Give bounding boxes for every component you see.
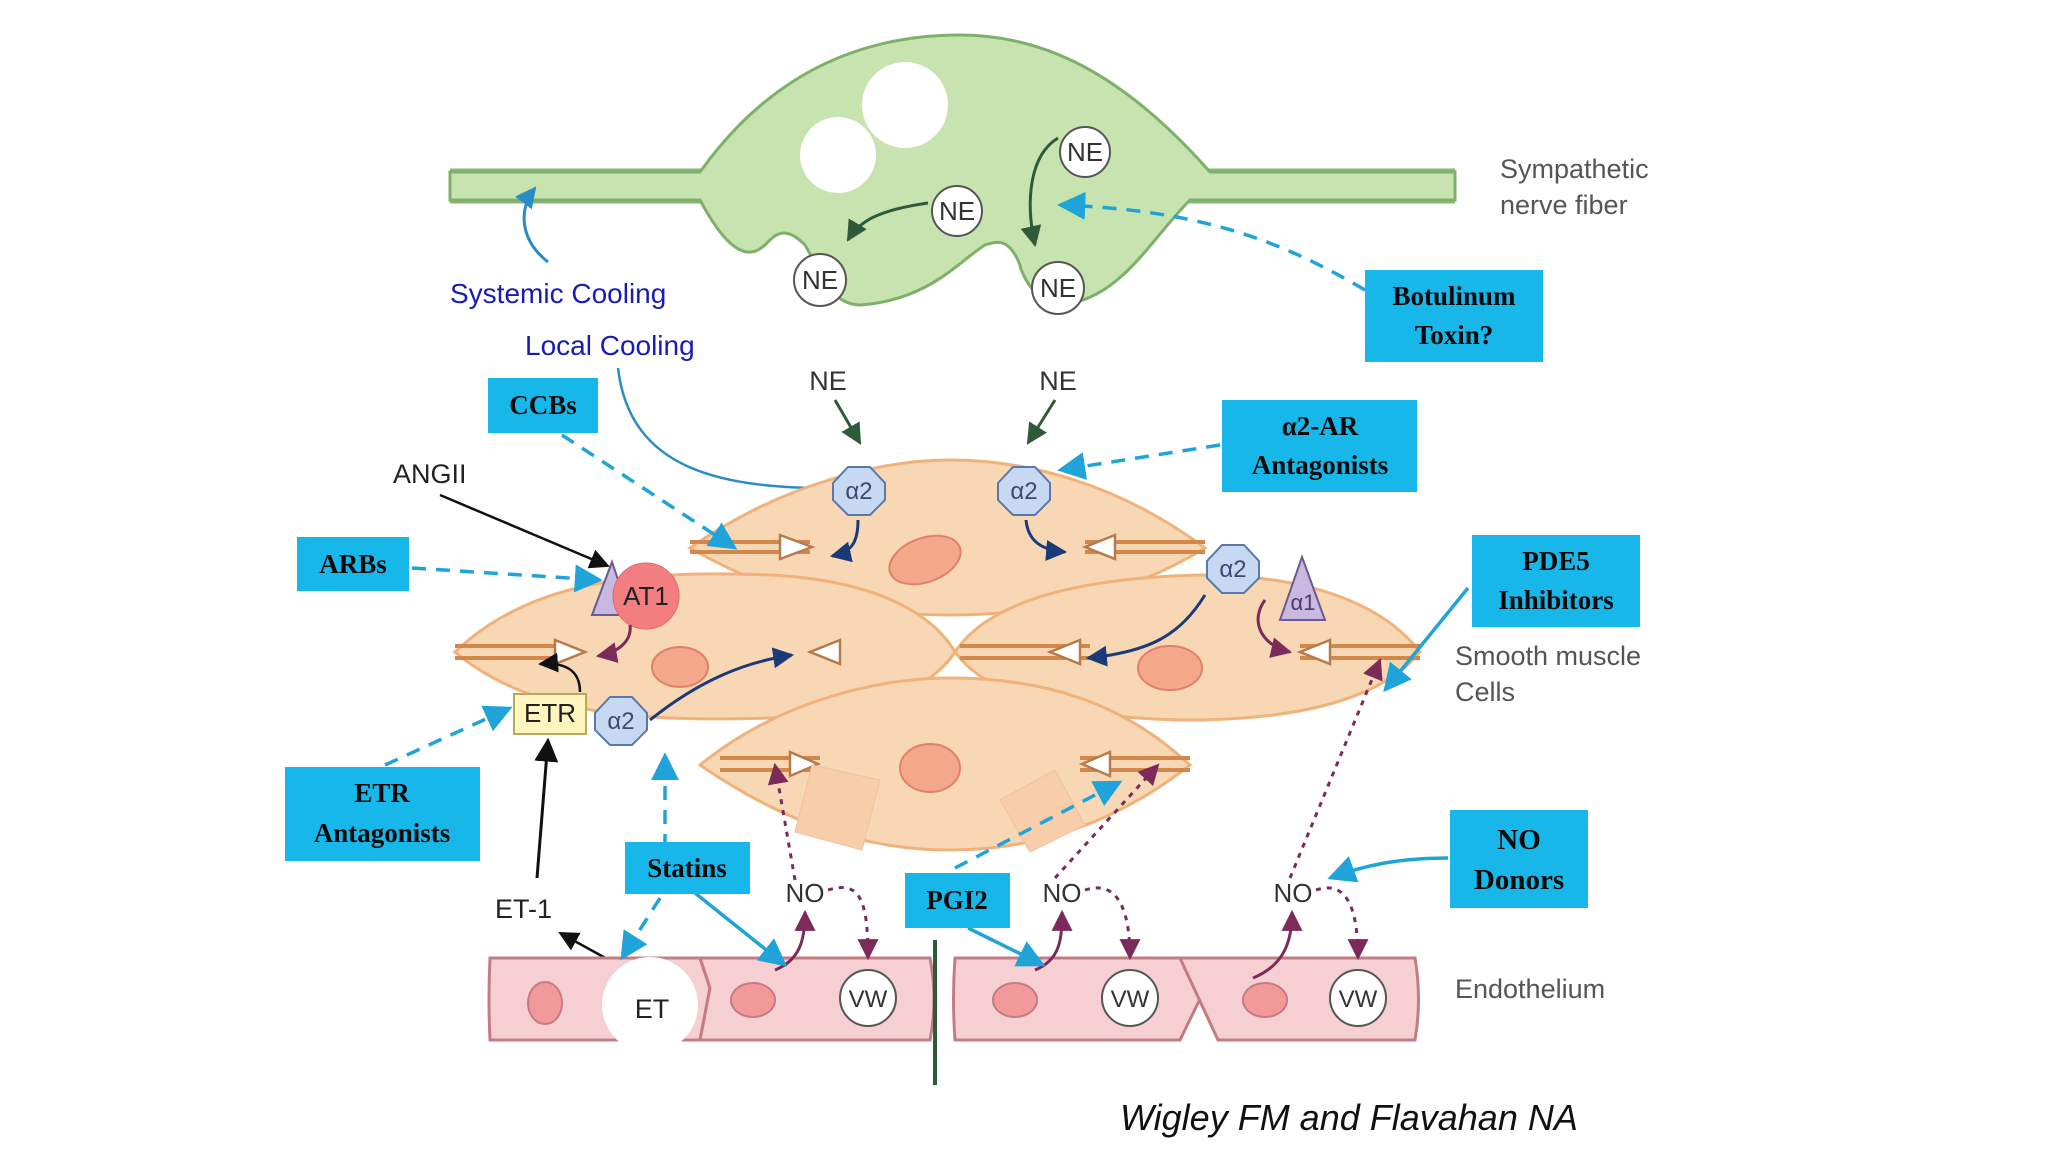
vesicle xyxy=(800,117,876,193)
vw-granule xyxy=(1101,969,1159,1027)
etr-label: ETR xyxy=(524,698,576,728)
statins-box: Statins xyxy=(625,842,750,894)
alpha2-receptor: α2 xyxy=(997,466,1051,516)
alpha2-receptor: α2 xyxy=(594,696,648,746)
alpha2-ar-antagonists-box: α2-AR Antagonists xyxy=(1222,400,1417,492)
ne-vesicle xyxy=(793,253,847,307)
nucleus xyxy=(1137,645,1203,691)
vw-granule xyxy=(1329,969,1387,1027)
systemic-cooling-label: Systemic Cooling xyxy=(450,278,666,309)
vw-label: VW xyxy=(849,986,888,1013)
alpha2-label: α2 xyxy=(1219,556,1246,583)
nerve-fiber-label: nerve fiber xyxy=(1500,190,1628,220)
citation: Wigley FM and Flavahan NA xyxy=(1120,1097,1578,1138)
smooth-muscle-label: Smooth muscle xyxy=(1455,641,1641,671)
ne-label: NE xyxy=(802,265,838,295)
at1-label: AT1 xyxy=(623,581,669,611)
etr-antagonists-label: Antagonists xyxy=(314,818,451,848)
ne-released-label: NE xyxy=(809,366,847,396)
alpha1-label: α1 xyxy=(1291,590,1316,615)
angii-label: ANGII xyxy=(393,459,467,489)
botulinum-label: Toxin? xyxy=(1415,320,1494,350)
no-donors-box: NO Donors xyxy=(1450,810,1588,908)
vw-label: VW xyxy=(1339,986,1378,1013)
alpha2-receptor: α2 xyxy=(832,466,886,516)
etr-antagonists-label: ETR xyxy=(354,778,410,808)
ne-label: NE xyxy=(1040,273,1076,303)
et-granule xyxy=(602,957,698,1053)
ccbs-label: CCBs xyxy=(509,390,577,420)
vw-granule xyxy=(839,969,897,1027)
et-label: ET xyxy=(635,994,670,1024)
at1-receptor: AT1 xyxy=(590,559,680,630)
alpha2-label: α2 xyxy=(1010,478,1037,505)
nerve-fiber-label: Sympathetic xyxy=(1500,154,1649,184)
ne-released-label: NE xyxy=(1039,366,1077,396)
vesicle xyxy=(862,62,948,148)
arbs-box: ARBs xyxy=(297,537,409,591)
pgi2-label: PGI2 xyxy=(926,885,988,915)
pde5-label: Inhibitors xyxy=(1498,585,1614,615)
local-cooling-label: Local Cooling xyxy=(525,330,695,361)
alpha2-label: α2 xyxy=(607,708,634,735)
smooth-muscle-label: Cells xyxy=(1455,677,1515,707)
no-label: NO xyxy=(1043,878,1082,908)
no-donors-label: NO xyxy=(1497,824,1541,856)
alpha2-ar-label: α2-AR xyxy=(1282,411,1359,441)
ne-vesicle xyxy=(1031,261,1085,315)
ne-label: NE xyxy=(939,196,975,226)
nucleus xyxy=(651,646,709,688)
alpha2-receptor: α2 xyxy=(1206,544,1260,594)
endothelium-label: Endothelium xyxy=(1455,974,1605,1004)
no-label: NO xyxy=(1274,878,1313,908)
sympathetic-nerve-fiber xyxy=(448,33,1457,315)
alpha2-label: α2 xyxy=(845,478,872,505)
etr-receptor: ETR xyxy=(513,693,587,735)
endothelium xyxy=(487,940,1420,1085)
pde5-label: PDE5 xyxy=(1522,546,1590,576)
nucleus xyxy=(899,743,961,793)
alpha2-ar-label: Antagonists xyxy=(1252,450,1389,480)
pde5-inhibitors-box: PDE5 Inhibitors xyxy=(1472,535,1640,627)
ne-vesicle xyxy=(1059,126,1111,178)
ne-vesicle xyxy=(931,185,983,237)
statins-label: Statins xyxy=(647,853,727,883)
ccbs-box: CCBs xyxy=(488,378,598,433)
et1-label: ET-1 xyxy=(495,894,552,924)
vw-label: VW xyxy=(1111,986,1150,1013)
no-label: NO xyxy=(786,878,825,908)
pgi2-box: PGI2 xyxy=(905,873,1010,928)
arbs-label: ARBs xyxy=(319,549,387,579)
ne-label: NE xyxy=(1067,137,1103,167)
botulinum-label: Botulinum xyxy=(1392,281,1516,311)
nucleus xyxy=(888,534,962,586)
etr-antagonists-box: ETR Antagonists xyxy=(285,767,480,861)
alpha1-receptor: α1 xyxy=(1278,554,1327,621)
no-donors-label: Donors xyxy=(1474,864,1564,896)
botulinum-toxin-box: Botulinum Toxin? xyxy=(1365,270,1543,362)
